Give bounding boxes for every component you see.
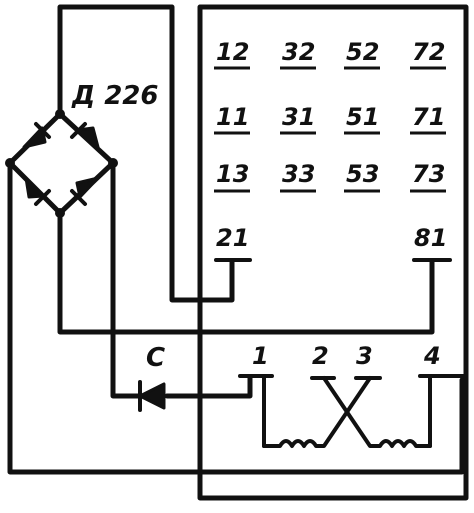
pin-71: 71 bbox=[412, 103, 445, 131]
wire-diode-to-terminal-1 bbox=[164, 375, 253, 399]
coil-terminal-3: 3 bbox=[356, 342, 373, 370]
bridge-node-right bbox=[108, 158, 118, 168]
bridge-diode-bottom-right bbox=[70, 176, 100, 206]
pin-11: 11 bbox=[216, 103, 249, 131]
pin-13: 13 bbox=[216, 160, 249, 188]
pin-51: 51 bbox=[346, 103, 379, 131]
pin-grid: 12 32 52 72 11 31 51 71 13 33 53 73 21 8… bbox=[214, 38, 452, 262]
diode-bridge bbox=[5, 109, 118, 218]
pin-72: 72 bbox=[412, 38, 445, 66]
pin-21: 21 bbox=[216, 224, 249, 252]
bridge-node-top bbox=[55, 109, 65, 119]
pin-12: 12 bbox=[216, 38, 249, 66]
bridge-diode-bottom-left bbox=[24, 176, 51, 206]
bridge-diode-top-right bbox=[70, 122, 100, 149]
coil-windings bbox=[262, 376, 432, 448]
wire-bridge-bottom bbox=[57, 210, 435, 335]
wire-bridge-top bbox=[57, 4, 235, 303]
pin-31: 31 bbox=[282, 103, 315, 131]
coil-terminal-2: 2 bbox=[312, 342, 329, 370]
pin-81: 81 bbox=[414, 224, 447, 252]
diode-c-label: C bbox=[146, 343, 165, 373]
coil-terminal-1: 1 bbox=[252, 342, 269, 370]
pin-73: 73 bbox=[412, 160, 445, 188]
coil-terminals: 1 2 3 4 bbox=[238, 342, 466, 448]
wire-bridge-right bbox=[110, 160, 143, 399]
diode-c bbox=[138, 380, 166, 412]
bridge-diode-top-left bbox=[22, 122, 51, 149]
bridge-node-bottom bbox=[55, 208, 65, 218]
pin-33: 33 bbox=[282, 160, 315, 188]
wire-bridge-left bbox=[7, 160, 465, 475]
pin-32: 32 bbox=[282, 38, 315, 66]
pin-53: 53 bbox=[346, 160, 379, 188]
bridge-label: Д 226 bbox=[71, 81, 158, 111]
relay-body bbox=[197, 4, 469, 501]
pin-52: 52 bbox=[346, 38, 379, 66]
coil-terminal-4: 4 bbox=[423, 342, 441, 370]
bridge-node-left bbox=[5, 158, 15, 168]
